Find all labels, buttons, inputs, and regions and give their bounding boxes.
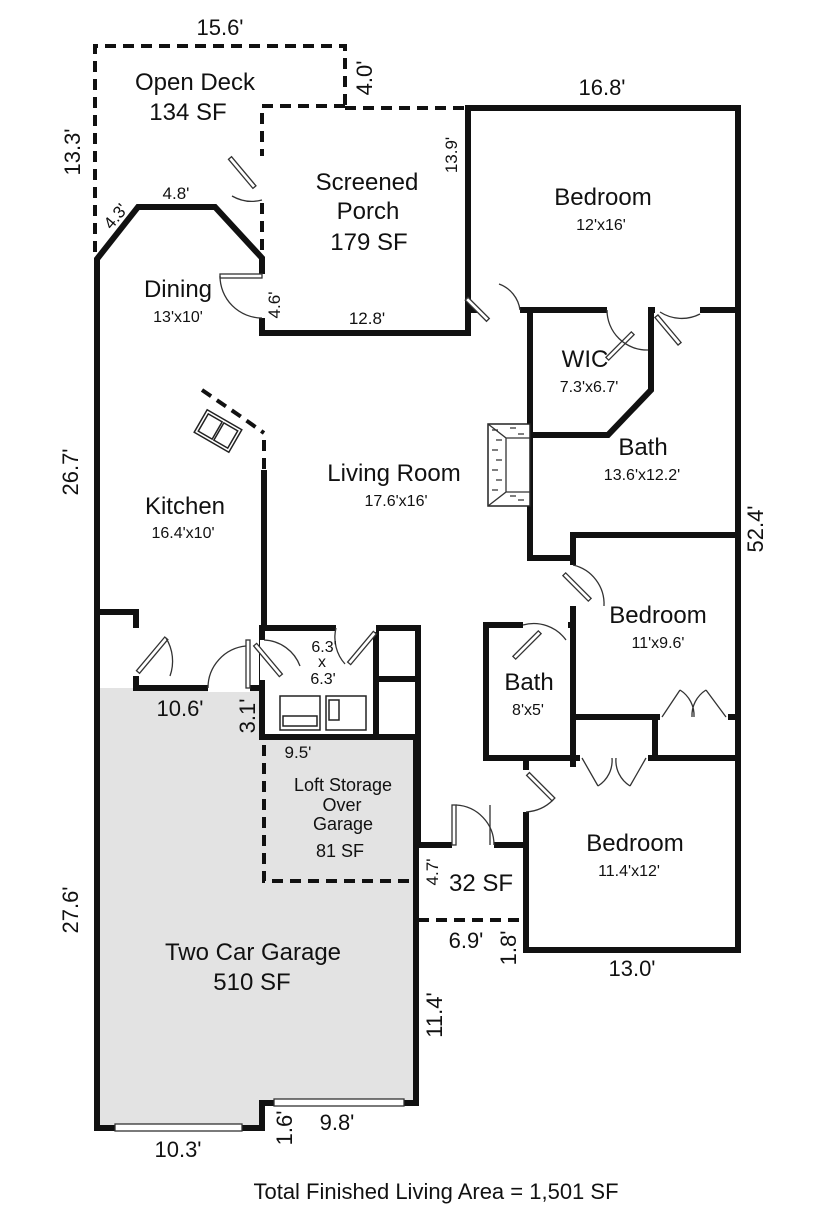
door-closet-bedroom3 <box>581 757 647 787</box>
door-bath-master <box>653 311 701 346</box>
bedroom2-dims: 11'x9.6' <box>632 635 685 652</box>
kitchen-dims: 16.4'x10' <box>151 525 214 542</box>
bedroom1-name: Bedroom <box>554 184 651 211</box>
loft-storage-line3: Garage <box>313 814 373 834</box>
total-living-area: Total Finished Living Area = 1,501 SF <box>253 1179 618 1204</box>
dim-right-side: 52.4' <box>743 505 768 552</box>
dim-bedroom-bottom: 13.0' <box>608 956 655 981</box>
loft-storage-line1: Loft Storage <box>294 775 392 795</box>
dim-entry-step: 1.8' <box>496 931 521 966</box>
dim-left-lower: 27.6' <box>58 886 83 933</box>
dim-loft-top: 9.5' <box>285 743 312 762</box>
screened-porch-area: 179 SF <box>330 229 407 256</box>
dim-garage-right: 11.4' <box>422 992 447 1037</box>
laundry-line2: x <box>318 654 326 671</box>
screened-porch-line2: Porch <box>337 198 400 225</box>
laundry-line1: 6.3' <box>311 639 336 656</box>
bath-master-name: Bath <box>618 434 667 461</box>
dim-dining-diag: 4.3' <box>100 200 132 233</box>
garage-floor <box>97 688 416 1128</box>
dim-garage-top: 10.6' <box>156 696 203 721</box>
door-bedroom2 <box>561 564 605 607</box>
dim-dining-top: 4.8' <box>163 184 190 203</box>
doors <box>114 155 727 1132</box>
dim-dining-step: 4.6' <box>265 292 284 319</box>
dim-garage-door-right: 9.8' <box>320 1110 355 1135</box>
door-laundry-right <box>334 627 378 666</box>
dim-deck-top: 15.6' <box>196 15 243 40</box>
dining-dims: 13'x10' <box>153 309 203 326</box>
living-room-name: Living Room <box>327 460 460 487</box>
bedroom3-dims: 11.4'x12' <box>598 863 660 880</box>
bedroom1-dims: 12'x16' <box>576 217 626 234</box>
screened-porch-line1: Screened <box>316 169 419 196</box>
washer-dryer-icon <box>279 695 367 731</box>
door-porch-deck <box>227 155 263 202</box>
door-wic <box>604 309 649 362</box>
dim-deck-left: 13.3' <box>60 128 85 175</box>
living-room-dims: 17.6'x16' <box>364 493 427 510</box>
door-dining-porch <box>219 273 263 319</box>
wic-dims: 7.3'x6.7' <box>560 379 619 396</box>
dining-name: Dining <box>144 276 212 303</box>
fixtures <box>193 408 531 731</box>
door-bedroom3 <box>525 771 556 813</box>
dim-garage-step: 3.1' <box>235 699 260 734</box>
bath-hall-dims: 8'x5' <box>512 702 544 719</box>
wic-name: WIC <box>562 346 609 373</box>
garage-door-right <box>273 1098 405 1107</box>
door-entry <box>451 804 495 846</box>
garage-door-left <box>114 1123 243 1132</box>
dim-house-top-right: 16.8' <box>578 75 625 100</box>
bedroom2-name: Bedroom <box>609 602 706 629</box>
dim-deck-right: 4.0' <box>352 61 377 96</box>
bedroom3-name: Bedroom <box>586 830 683 857</box>
entry-porch-area: 32 SF <box>449 870 513 897</box>
kitchen-sink-icon <box>193 408 243 454</box>
dim-entry-width: 6.9' <box>449 928 484 953</box>
door-bath-hall <box>511 622 567 661</box>
laundry-line3: 6.3' <box>310 671 335 688</box>
door-laundry-left <box>252 639 301 678</box>
door-closet-bedroom2 <box>661 689 727 718</box>
garage-area: 510 SF <box>213 969 290 996</box>
loft-storage-area: 81 SF <box>316 841 364 861</box>
door-kitchen-closet <box>135 636 174 677</box>
loft-storage-line2: Over <box>322 795 361 815</box>
fireplace-icon <box>487 423 531 507</box>
bath-hall-name: Bath <box>504 669 553 696</box>
bath-master-dims: 13.6'x12.2' <box>604 467 680 484</box>
dim-garage-door-left: 10.3' <box>154 1137 201 1162</box>
door-bedroom1 <box>464 283 521 323</box>
room-labels: Open Deck 134 SF Screened Porch 179 SF B… <box>135 69 707 996</box>
open-deck-area: 134 SF <box>149 99 226 126</box>
dim-garage-door-step: 1.6' <box>272 1111 297 1146</box>
garage-name: Two Car Garage <box>165 939 341 966</box>
dim-porch-right: 13.9' <box>442 137 461 173</box>
open-deck-name: Open Deck <box>135 69 256 96</box>
door-garage <box>207 639 251 689</box>
dim-entry-height: 4.7' <box>423 859 442 886</box>
dim-porch-bottom: 12.8' <box>349 309 385 328</box>
kitchen-name: Kitchen <box>145 493 225 520</box>
dim-left-upper: 26.7' <box>58 448 83 495</box>
